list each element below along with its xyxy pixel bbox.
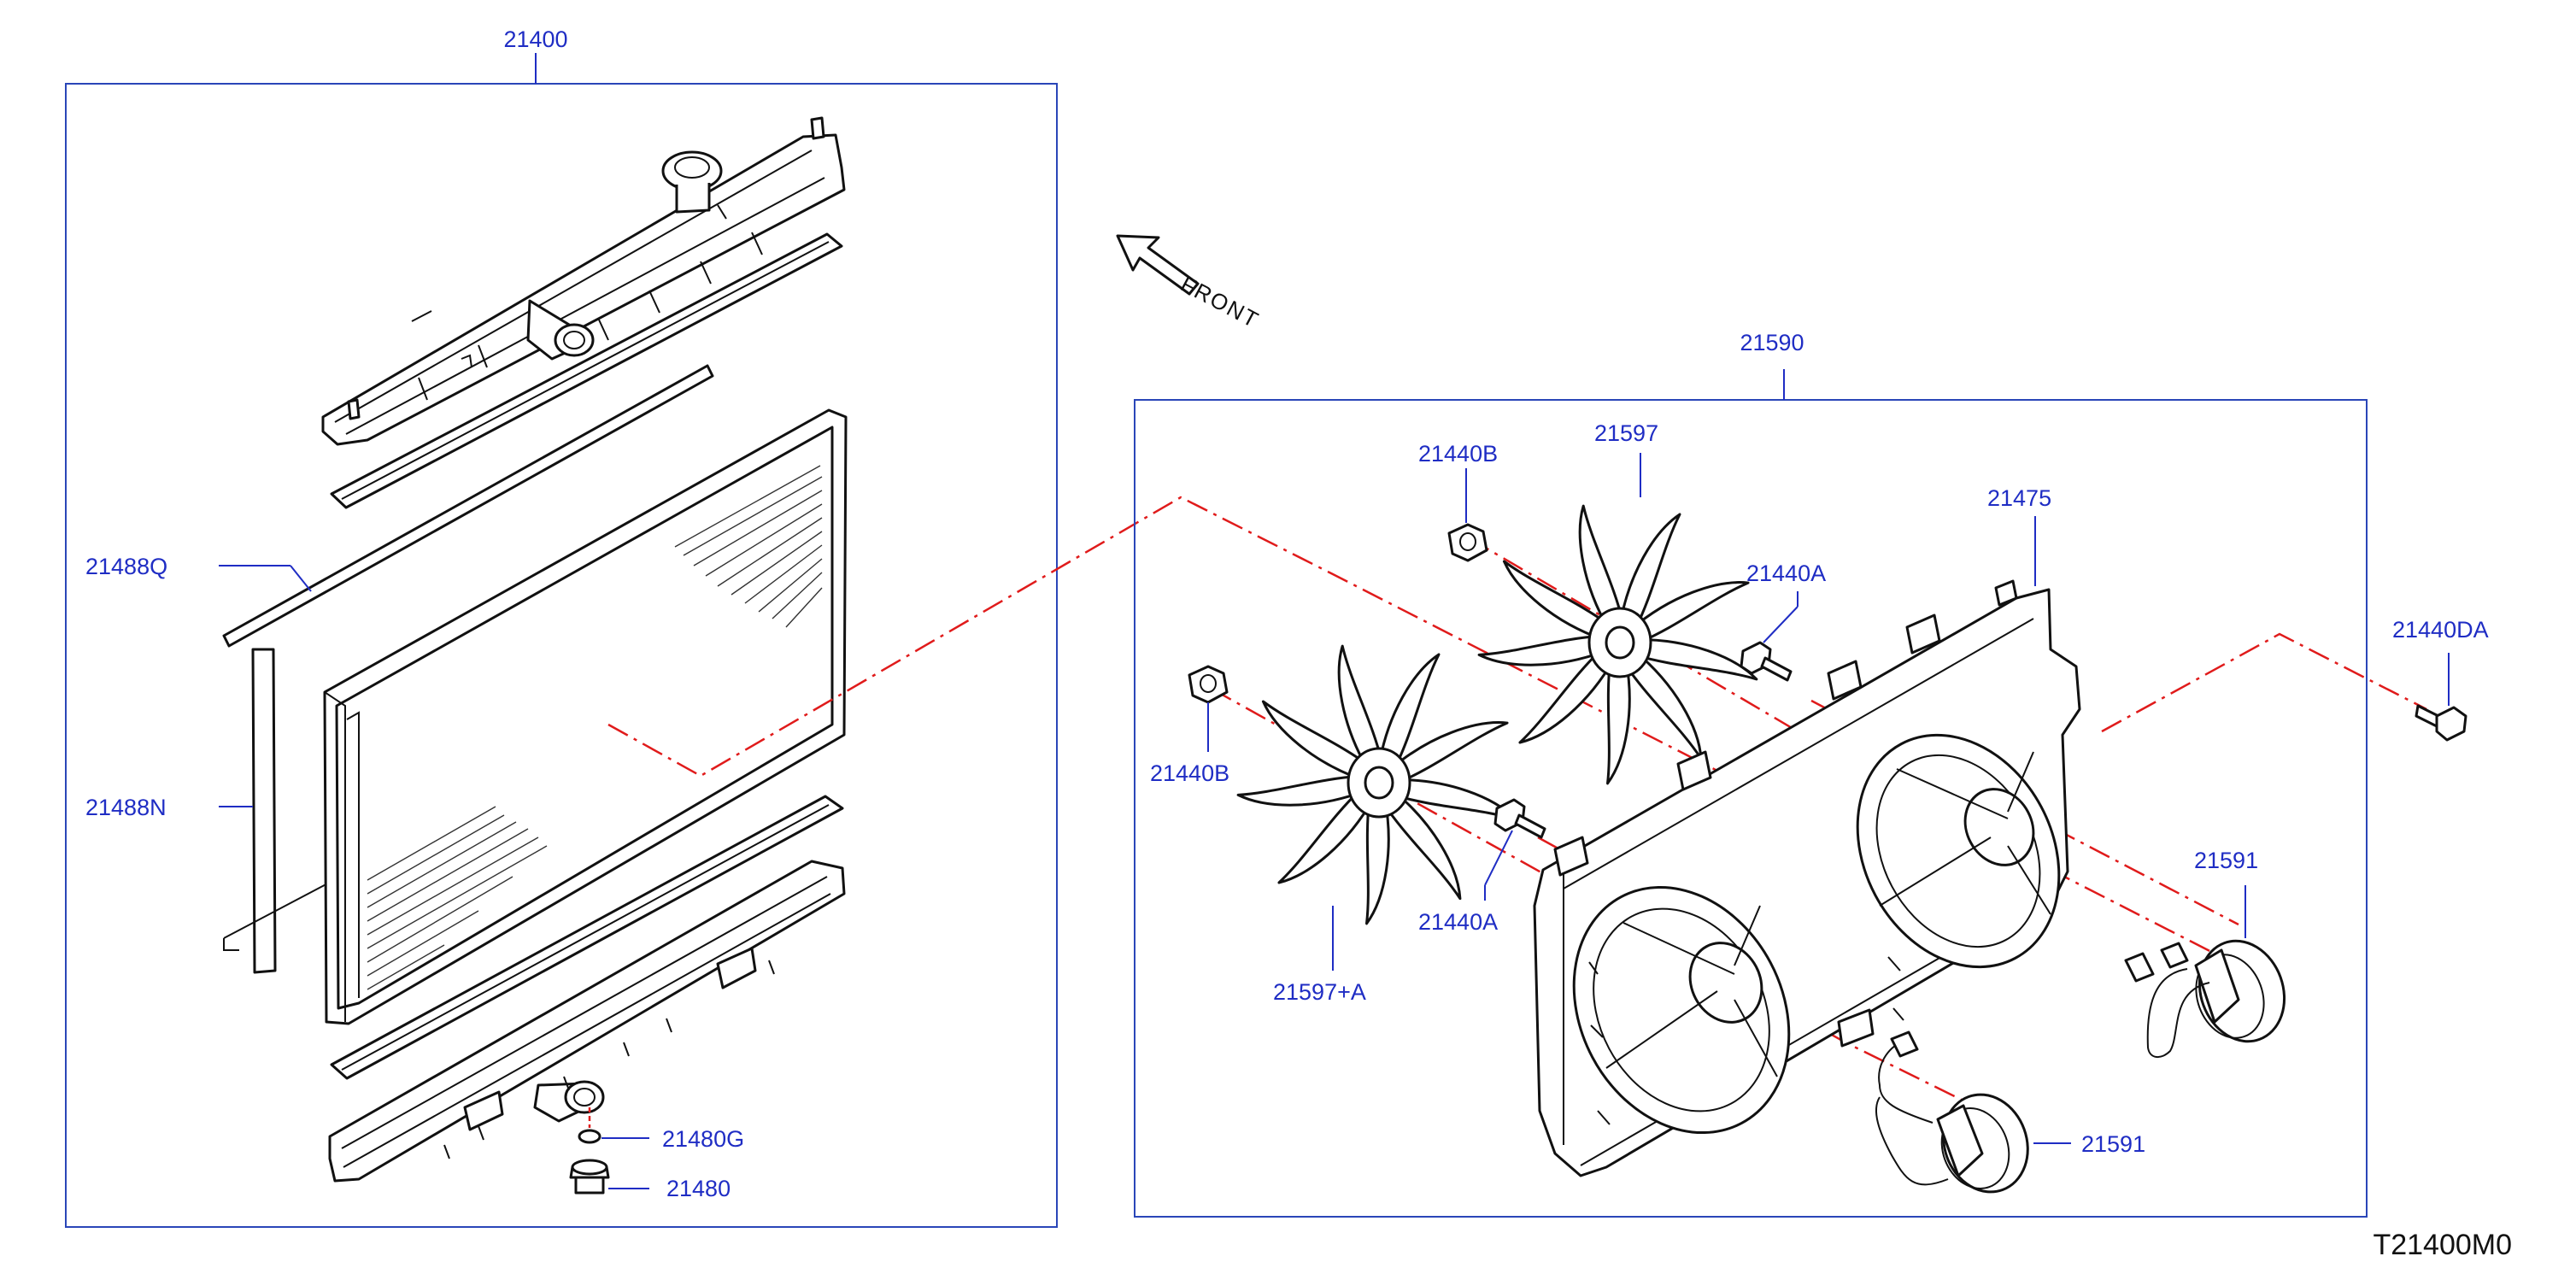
label-21400[interactable]: 21400 xyxy=(503,26,567,52)
radiator-group: 21400 xyxy=(65,26,1058,1228)
upper-tank-icon xyxy=(321,116,846,446)
fan-assembly-frame xyxy=(1134,399,2368,1218)
drain-plug-icon: 21480 xyxy=(569,1159,731,1201)
lower-gasket-icon xyxy=(330,795,844,1080)
seal-strip-q-icon xyxy=(222,364,714,648)
upper-gasket-icon xyxy=(330,232,843,509)
label-21440B-top[interactable]: 21440B xyxy=(1418,441,1498,467)
label-21597-A[interactable]: 21597+A xyxy=(1273,979,1366,1005)
oring-icon: 21480G xyxy=(578,1107,744,1152)
label-21591-right[interactable]: 21591 xyxy=(2194,848,2258,873)
fan-motor-bottom-icon: 21591 xyxy=(1875,1030,2145,1194)
label-21590[interactable]: 21590 xyxy=(1740,330,1804,355)
label-21488Q[interactable]: 21488Q xyxy=(85,554,167,579)
fan-blade-top-icon xyxy=(1477,453,1758,785)
front-indicator-label: FRONT xyxy=(1177,271,1264,333)
bolt-da-icon: 21440DA xyxy=(2392,617,2489,742)
radiator-assembly-frame xyxy=(65,83,1058,1228)
core-fins-bottom xyxy=(367,806,548,990)
label-21597[interactable]: 21597 xyxy=(1594,420,1658,446)
diagram-code: T21400M0 xyxy=(2373,1229,2512,1261)
lower-tank-icon xyxy=(328,860,846,1183)
front-arrow-icon: FRONT xyxy=(1116,234,1264,333)
core-fins-top xyxy=(674,465,823,628)
label-21475[interactable]: 21475 xyxy=(1987,485,2051,511)
nut-top-icon: 21440B xyxy=(1418,441,1498,562)
fan-assembly-group: 21590 21440B 21440B xyxy=(1134,330,2489,1218)
fan-motor-right-icon: 21591 xyxy=(2124,848,2286,1058)
label-21440DA[interactable]: 21440DA xyxy=(2392,617,2489,643)
nut-left-icon: 21440B xyxy=(1150,665,1229,786)
label-21440B-left[interactable]: 21440B xyxy=(1150,760,1229,786)
bolt-bottom-icon: 21440A xyxy=(1418,798,1546,935)
label-21440A-bottom[interactable]: 21440A xyxy=(1418,909,1498,935)
label-21480G[interactable]: 21480G xyxy=(662,1126,744,1152)
label-21488N[interactable]: 21488N xyxy=(85,795,167,820)
fan-shroud-icon: 21475 xyxy=(1533,485,2081,1177)
fan-blade-left-icon xyxy=(1236,644,1517,971)
radiator-core-icon xyxy=(323,408,848,1025)
label-21440A-top[interactable]: 21440A xyxy=(1746,561,1826,586)
bolt-top-icon: 21440A xyxy=(1740,561,1826,682)
label-21591-bottom[interactable]: 21591 xyxy=(2081,1131,2145,1157)
label-21480[interactable]: 21480 xyxy=(666,1176,731,1201)
